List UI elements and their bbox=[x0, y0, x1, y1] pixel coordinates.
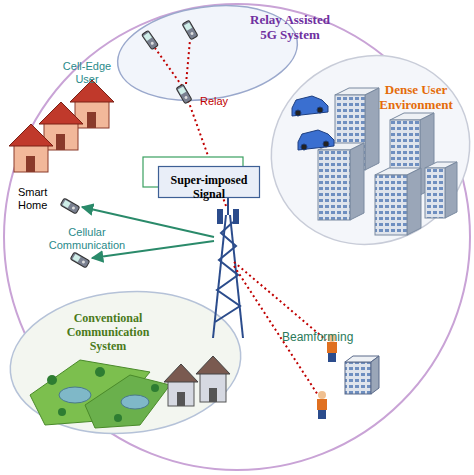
users bbox=[318, 410, 326, 419]
system-region: Relay Assisted 5G System bbox=[115, 5, 300, 101]
cell-tower bbox=[215, 222, 240, 322]
annotation-label: Cell-Edge User bbox=[56, 60, 118, 85]
office-building bbox=[345, 356, 379, 394]
region-ellipse bbox=[240, 23, 474, 277]
smart-home-houses bbox=[56, 134, 65, 150]
users bbox=[318, 391, 326, 399]
annotation-label: Beamforming bbox=[282, 331, 372, 345]
annotation-label: Relay bbox=[200, 95, 250, 108]
smart-home-houses bbox=[39, 102, 83, 124]
users bbox=[317, 334, 337, 419]
smart-home-houses bbox=[14, 144, 48, 172]
system-region: Dense User Environment bbox=[268, 55, 473, 245]
smart-home-houses bbox=[87, 112, 96, 128]
system-region: Conventional Communication System bbox=[8, 290, 243, 435]
smart-home-houses bbox=[26, 156, 35, 172]
node-title: Conventional Communication System bbox=[53, 312, 163, 353]
annotation-label: Cellular Communication bbox=[42, 226, 132, 251]
annotation-label: Smart Home bbox=[18, 186, 63, 211]
region-ellipse bbox=[4, 282, 246, 443]
smart-home-houses bbox=[75, 100, 109, 128]
smart-home-houses bbox=[44, 122, 78, 150]
smart-home-houses bbox=[9, 124, 53, 146]
cell-tower bbox=[234, 210, 238, 223]
smart-home-houses bbox=[9, 80, 114, 172]
beamforming-lines bbox=[234, 262, 326, 340]
users bbox=[328, 353, 336, 362]
node-title: Dense User Environment bbox=[366, 83, 466, 113]
node-title: Super-imposed Signal bbox=[158, 174, 260, 202]
cell-tower bbox=[218, 210, 222, 223]
cell-tower bbox=[230, 215, 243, 338]
office-building bbox=[371, 356, 379, 394]
office-building bbox=[345, 356, 379, 362]
office-building bbox=[345, 362, 371, 394]
signal-box: Super-imposed Signal bbox=[158, 166, 260, 198]
beamforming-lines bbox=[234, 262, 326, 395]
mobile-phones bbox=[70, 252, 90, 268]
users bbox=[317, 399, 327, 410]
node-title: Relay Assisted 5G System bbox=[250, 13, 330, 43]
mobile-phones bbox=[60, 198, 80, 214]
cell-tower bbox=[227, 198, 229, 215]
